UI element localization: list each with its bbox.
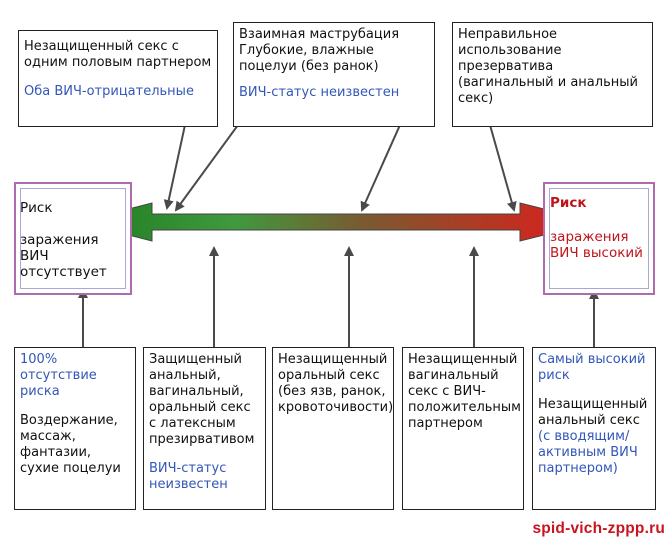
left-end-box bbox=[14, 182, 132, 295]
risk-spectrum-arrow bbox=[77, 202, 597, 242]
connector-top-3 bbox=[360, 124, 401, 212]
top-box-3: Неправильное использование презерватива … bbox=[452, 22, 653, 127]
top-box-1-text: Незащищенный секс с одним половым партне… bbox=[24, 39, 212, 70]
connector-top-1 bbox=[163, 124, 186, 210]
connector-top-2 bbox=[174, 124, 239, 212]
top-box-3-text: Неправильное использование презерватива … bbox=[458, 27, 638, 106]
top-box-2: Взаимная маструбация Глубокие, влажные п… bbox=[233, 22, 435, 127]
bottom-box-1-text: Воздержание, массаж, фантазии, сухие поц… bbox=[20, 413, 121, 476]
bottom-box-2-note: ВИЧ-статус неизвестен bbox=[149, 461, 228, 492]
left-end-title: Риск bbox=[20, 200, 53, 216]
bottom-box-4-text: Незащищенный вагинальный секс с ВИЧ-поло… bbox=[408, 352, 521, 431]
left-end-inner-frame bbox=[20, 188, 126, 289]
bottom-box-1-heading: 100% отсутствие риска bbox=[20, 352, 97, 399]
bottom-box-4: Незащищенный вагинальный секс с ВИЧ-поло… bbox=[402, 347, 524, 510]
left-end-desc: заражения ВИЧ отсутствует bbox=[20, 232, 107, 280]
bottom-box-3: Незащищенный оральный секс (без язв, ран… bbox=[272, 347, 394, 510]
right-end-desc: заражения ВИЧ высокий bbox=[550, 229, 643, 261]
site-watermark: spid-vich-zppp.ru bbox=[532, 520, 665, 537]
right-end-box bbox=[543, 182, 655, 295]
bottom-box-2-text: Защищенный анальный, вагинальный, оральн… bbox=[149, 352, 255, 447]
top-box-2-text: Взаимная маструбация Глубокие, влажные п… bbox=[239, 27, 400, 74]
right-end-text: Риск заражения ВИЧ высокий bbox=[550, 195, 650, 261]
connector-top-4 bbox=[489, 124, 517, 212]
bottom-box-5-note: (с вводящим/ активным ВИЧ партнером) bbox=[538, 429, 638, 476]
bottom-box-5: Самый высокий риск Незащищенный анальный… bbox=[532, 347, 656, 510]
bottom-box-5-heading: Самый высокий риск bbox=[538, 352, 646, 383]
right-end-inner-frame bbox=[549, 188, 649, 289]
bottom-box-1: 100% отсутствие риска Воздержание, масса… bbox=[14, 347, 136, 510]
top-box-2-note: ВИЧ-статус неизвестен bbox=[239, 85, 400, 100]
left-end-text: Риск заражения ВИЧ отсутствует bbox=[20, 200, 128, 280]
top-box-1-note: Оба ВИЧ-отрицательные bbox=[24, 84, 194, 99]
right-end-title: Риск bbox=[550, 195, 587, 211]
top-box-1: Незащищенный секс с одним половым партне… bbox=[18, 30, 218, 127]
bottom-box-5-text: Незащищенный анальный секс bbox=[538, 397, 648, 428]
bottom-box-2: Защищенный анальный, вагинальный, оральн… bbox=[143, 347, 266, 510]
bottom-box-3-text: Незащищенный оральный секс (без язв, ран… bbox=[278, 352, 394, 415]
